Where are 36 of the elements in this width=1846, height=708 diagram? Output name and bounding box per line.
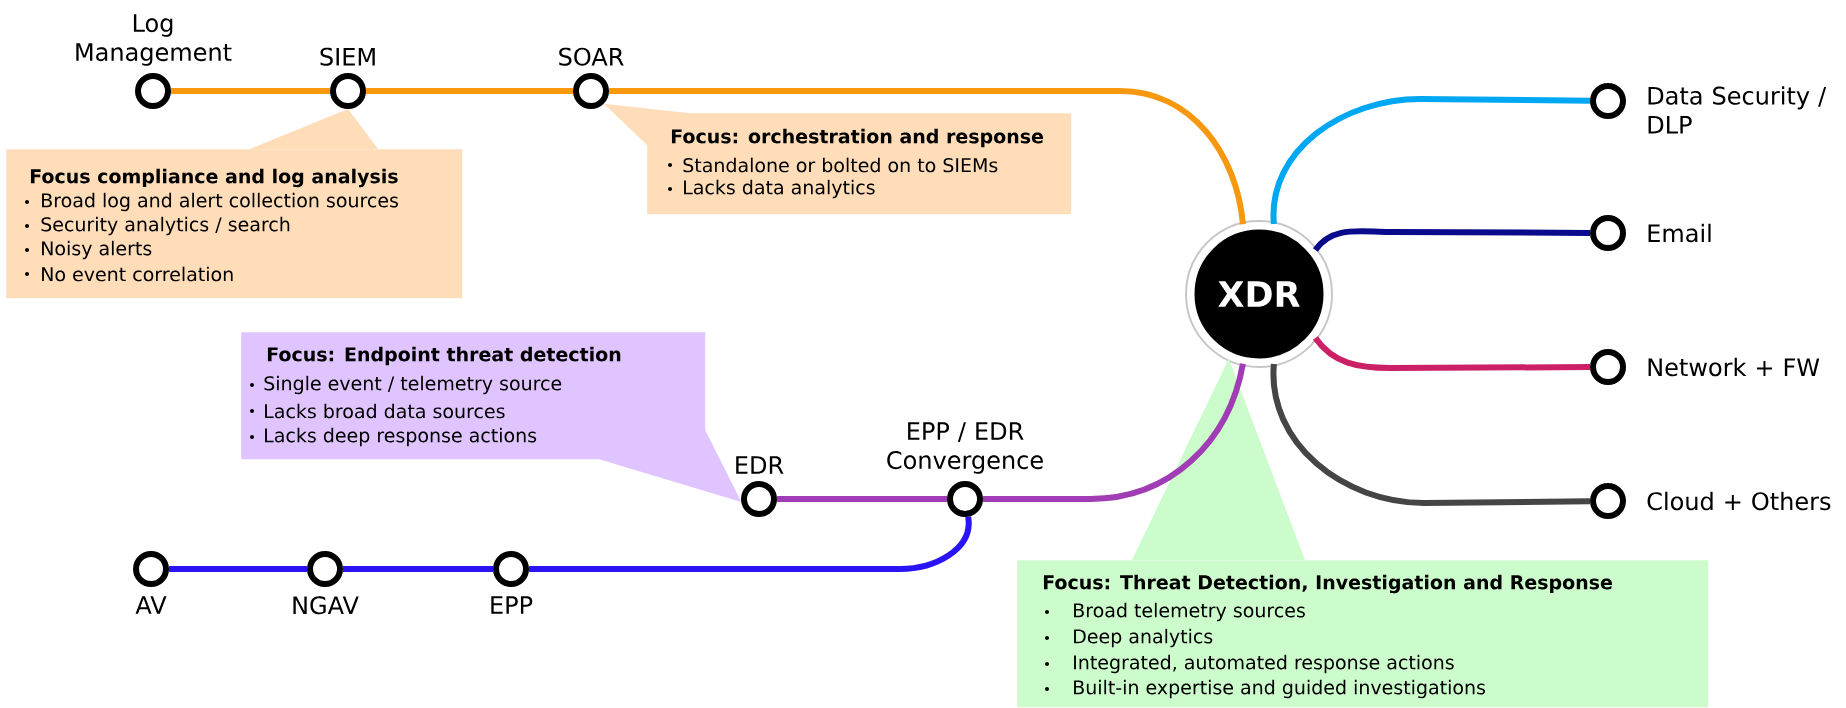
station: Log Management: [76, 14, 232, 109]
line: [983, 363, 1246, 502]
node-label: Network + FW: [1648, 357, 1820, 377]
station: NGAV: [293, 551, 359, 615]
node-label: SOAR: [559, 47, 624, 66]
callout-box: Focus: orchestration and response Standalone or bolted on to SIEMs Lacks data analytics: [647, 113, 1072, 215]
station: EPP / EDR Convergence: [887, 422, 1043, 517]
node-label: EPP / EDR Convergence: [887, 422, 1043, 474]
station: Data Security / DLP: [1590, 83, 1827, 134]
station: AV: [133, 551, 169, 614]
line: [529, 516, 972, 572]
callout-pointer: [600, 430, 742, 503]
station: Network + FW: [1590, 349, 1820, 385]
node-label: EDR: [736, 456, 784, 474]
line: [1313, 336, 1591, 371]
line: [1270, 96, 1591, 225]
station: Cloud + Others: [1590, 483, 1831, 519]
callout-pointer: [603, 103, 688, 145]
line: [1270, 363, 1591, 506]
node-label: Email: [1648, 223, 1711, 243]
station: EPP: [491, 551, 533, 614]
node-label: Data Security / DLP: [1648, 86, 1827, 134]
node-label: NGAV: [293, 596, 359, 615]
callout-pointer: [1132, 358, 1305, 560]
node-label: Log Management: [76, 14, 232, 66]
station: SIEM: [320, 47, 375, 109]
node-label: AV: [135, 596, 167, 614]
line: [1313, 228, 1591, 252]
node-label: Cloud + Others: [1647, 491, 1831, 511]
node-label: SIEM: [320, 47, 375, 66]
callout-pointer: [250, 109, 378, 149]
station: EDR: [736, 456, 784, 517]
station: Email: [1590, 215, 1711, 251]
station: SOAR: [559, 47, 624, 109]
line: [609, 88, 1246, 225]
node-label: EPP: [491, 596, 533, 614]
